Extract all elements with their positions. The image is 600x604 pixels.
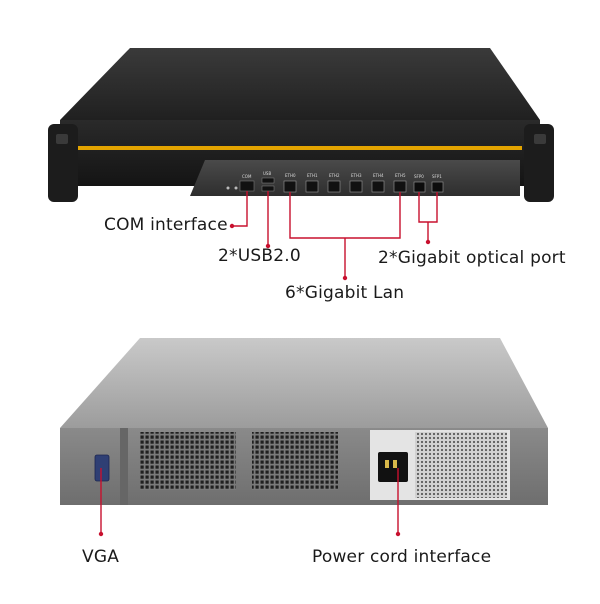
sfp0-silk: SFP0 [414, 174, 424, 179]
usb-label: 2*USB2.0 [218, 246, 301, 266]
rear-rail [120, 428, 128, 505]
power-callout-dot [395, 531, 401, 537]
front-callout-lines [229, 191, 438, 281]
front-chassis [48, 48, 554, 202]
vga-port [94, 454, 110, 482]
eth4-silk: ETH4 [373, 173, 384, 178]
lan-port-eth3 [349, 180, 363, 193]
led-indicator [226, 186, 230, 190]
com-callout-dot [229, 223, 235, 229]
vent-grille-left [140, 432, 236, 490]
eth5-silk: ETH5 [395, 173, 406, 178]
rear-chassis-top [60, 338, 548, 428]
sfp1-silk: SFP1 [432, 174, 442, 179]
sfp-callout-bracket [418, 192, 438, 223]
rack-ear-right [524, 124, 554, 202]
accent-stripe [78, 146, 522, 150]
vga-label: VGA [82, 547, 120, 567]
psu-fan-grille [415, 432, 507, 498]
power-socket-pin [385, 460, 389, 468]
gigabit-lan-label: 6*Gigabit Lan [285, 283, 405, 303]
rack-ear-handle-hole [56, 134, 68, 144]
power-socket-pin [393, 460, 397, 468]
com-silk: COM [242, 174, 252, 179]
lan-port-eth5 [393, 180, 407, 193]
usb-silk: USB [263, 171, 271, 176]
sfp-callout-dot [425, 239, 431, 245]
lan-callout-bracket [289, 192, 401, 239]
usb-port [261, 177, 275, 184]
lan-callout-dot [342, 275, 348, 281]
com-callout-line [232, 191, 248, 227]
vga-callout-dot [98, 531, 104, 537]
com-interface-label: COM interface [104, 215, 228, 235]
lan-port-eth0 [283, 180, 297, 193]
usb-callout-dot [265, 243, 271, 249]
eth3-silk: ETH3 [351, 173, 362, 178]
eth0-silk: ETH0 [285, 173, 296, 178]
led-indicator [234, 186, 238, 190]
eth2-silk: ETH2 [329, 173, 340, 178]
lan-port-eth1 [305, 180, 319, 193]
power-cord-label: Power cord interface [312, 547, 492, 567]
lan-port-eth2 [327, 180, 341, 193]
sfp-port-1 [431, 181, 444, 193]
rack-ear-left [48, 124, 78, 202]
front-ports: COM USB ETH0 ETH1 ETH2 ETH3 ETH4 ETH5 SF… [226, 171, 444, 193]
rear-callout-lines [98, 468, 401, 537]
sfp-port-0 [413, 181, 426, 193]
lan-port-eth4 [371, 180, 385, 193]
vent-grille-center [252, 432, 338, 490]
rack-ear-handle-hole [534, 134, 546, 144]
usb-port [261, 185, 275, 192]
com-port [239, 180, 255, 192]
optical-port-label: 2*Gigabit optical port [378, 248, 566, 268]
eth1-silk: ETH1 [307, 173, 318, 178]
rear-chassis [60, 338, 548, 505]
lan-ports: ETH0 ETH1 ETH2 ETH3 ETH4 ETH5 [283, 173, 407, 193]
front-chassis-top [60, 48, 540, 120]
